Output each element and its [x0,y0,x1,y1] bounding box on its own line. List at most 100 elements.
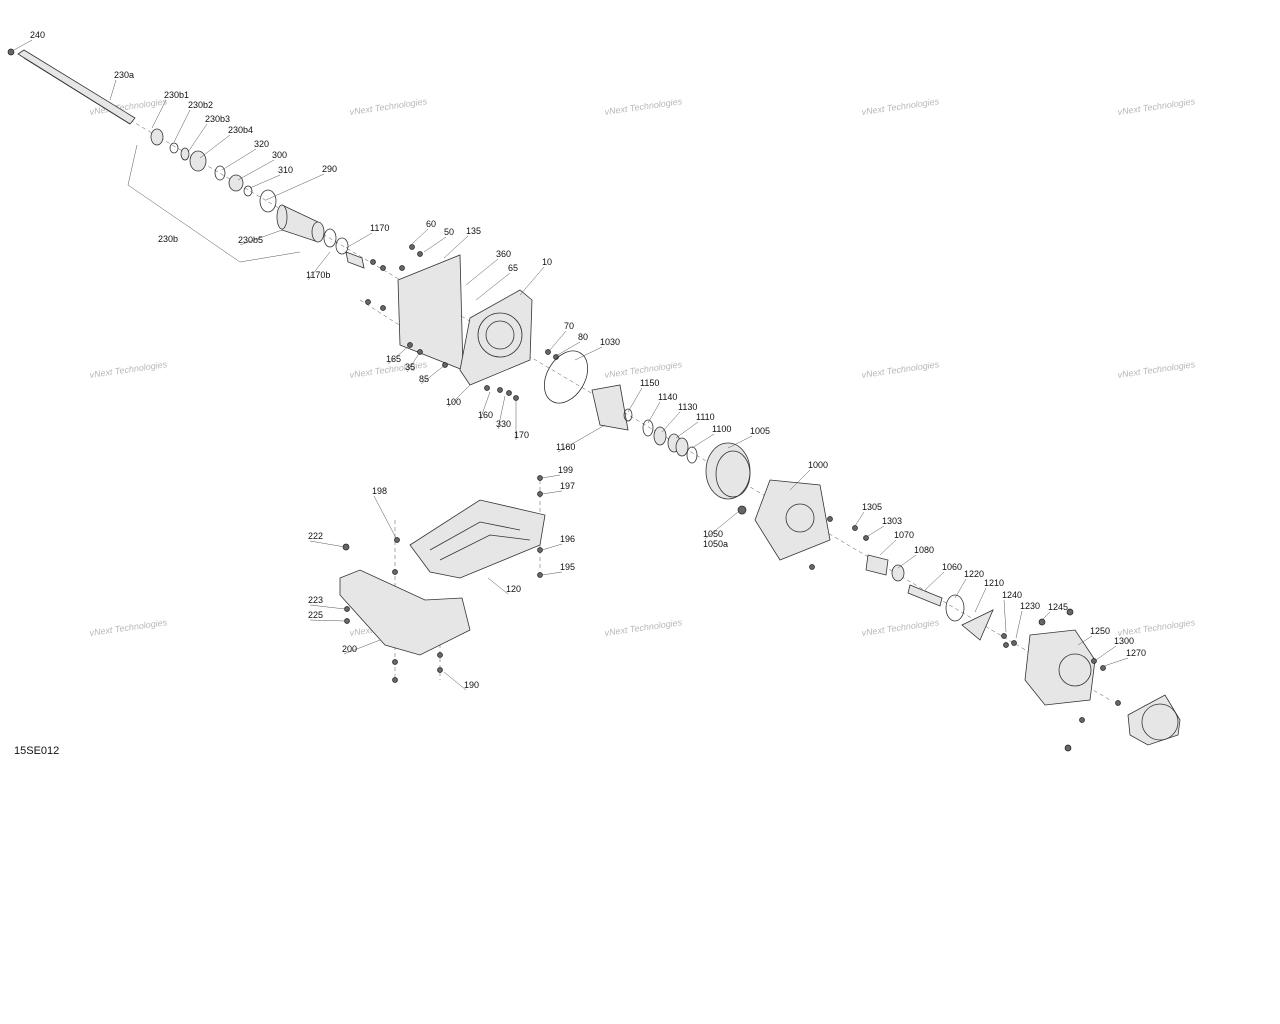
leader-1303 [867,525,885,537]
leader-1240 [1003,599,1007,633]
pump-support-housing [365,244,559,401]
callout-1100: 1100 [712,424,731,434]
leader-360 [465,258,499,286]
callout-1303: 1303 [882,516,902,526]
callout-1245: 1245 [1048,602,1068,612]
leader-lines [13,39,1129,691]
callout-230b5: 230b5 [238,235,263,245]
leader-35 [406,351,421,373]
callout-85: 85 [419,374,429,384]
cone-group [865,554,1017,648]
leader-1005 [727,435,753,449]
leader-10 [519,266,545,296]
callout-195: 195 [560,562,575,572]
leader-225 [309,619,346,622]
callout-1140: 1140 [658,392,677,402]
leader-300 [237,159,275,181]
leader-1050 [704,511,739,540]
leader-1130 [661,411,681,433]
leader-1170 [345,232,373,249]
callout-35: 35 [405,362,415,372]
callout-230b3: 230b3 [205,114,230,124]
callout-65: 65 [508,263,518,273]
leader-197a [541,490,563,495]
leader-1300 [1095,645,1117,661]
leader-160 [479,391,491,421]
watermark-text: vNext Technologies [604,96,683,117]
leader-198 [373,495,397,539]
callout-50: 50 [444,227,454,237]
callout-165: 165 [386,354,401,364]
callout-1130: 1130 [678,402,697,412]
drive-shaft [7,48,136,125]
callout-1050: 1050 [703,529,723,539]
leader-1070 [879,539,897,556]
watermark-text: vNext Technologies [1117,359,1196,380]
leader-1220 [954,578,967,599]
callout-1300: 1300 [1114,636,1134,646]
leader-200 [343,639,381,655]
callout-70: 70 [564,321,574,331]
callout-1270: 1270 [1126,648,1146,658]
group-bracket-230b [127,144,301,263]
leader-223 [309,604,346,610]
watermark-text: vNext Technologies [604,617,683,638]
callout-1070: 1070 [894,530,914,540]
callout-1170b: 1170b [306,270,330,280]
leader-1245 [1041,611,1051,621]
leader-1100 [691,433,715,449]
impeller-group [543,350,751,500]
leader-199a [541,474,561,479]
callout-80: 80 [578,332,588,342]
leader-1170b [307,251,331,281]
leader-1030 [574,346,603,361]
leader-100 [447,384,471,408]
leader-330 [497,395,506,430]
callout-230a: 230a [114,70,134,80]
callout-290: 290 [322,164,337,174]
callout-199a: 199 [558,465,573,475]
leader-1160 [557,424,606,453]
leader-1080 [897,554,917,569]
callout-223: 223 [308,595,323,605]
leader-230a [109,79,117,101]
watermark-text: vNext Technologies [861,617,940,638]
leader-222 [309,540,346,548]
callout-160: 160 [478,410,493,420]
callout-1210: 1210 [984,578,1004,588]
leader-1060 [924,571,945,591]
watermark-text: vNext Technologies [89,359,168,380]
leader-1230 [1015,610,1023,639]
callout-1150: 1150 [640,378,659,388]
leader-230b2 [173,109,191,143]
leader-290 [265,173,325,201]
leader-230b1 [151,99,167,129]
watermark-text: vNext Technologies [1117,96,1196,117]
watermark-text: vNext Technologies [861,96,940,117]
leader-1110 [675,421,699,439]
callout-135: 135 [466,226,481,236]
leader-135 [443,235,469,259]
leader-310 [249,174,281,189]
watermark-text: vNext Technologies [349,96,428,117]
callout-1240: 1240 [1002,590,1022,600]
callout-230b1: 230b1 [164,90,189,100]
callout-1230: 1230 [1020,601,1040,611]
leader-230b4 [199,134,231,159]
callout-1160: 1160 [556,442,575,452]
leader-1305 [854,511,865,527]
leader-165 [387,344,411,365]
callout-310: 310 [278,165,293,175]
intake-grate [339,537,471,683]
leader-1000 [789,469,811,491]
watermark-text: vNext Technologies [861,359,940,380]
callout-1080: 1080 [914,545,934,555]
callout-196a: 196 [560,534,575,544]
callout-240: 240 [30,30,45,40]
callout-230b: 230b [158,234,178,244]
diagram-code: 15SE012 [14,745,59,757]
callout-1170: 1170 [370,223,389,233]
callout-100: 100 [446,397,461,407]
